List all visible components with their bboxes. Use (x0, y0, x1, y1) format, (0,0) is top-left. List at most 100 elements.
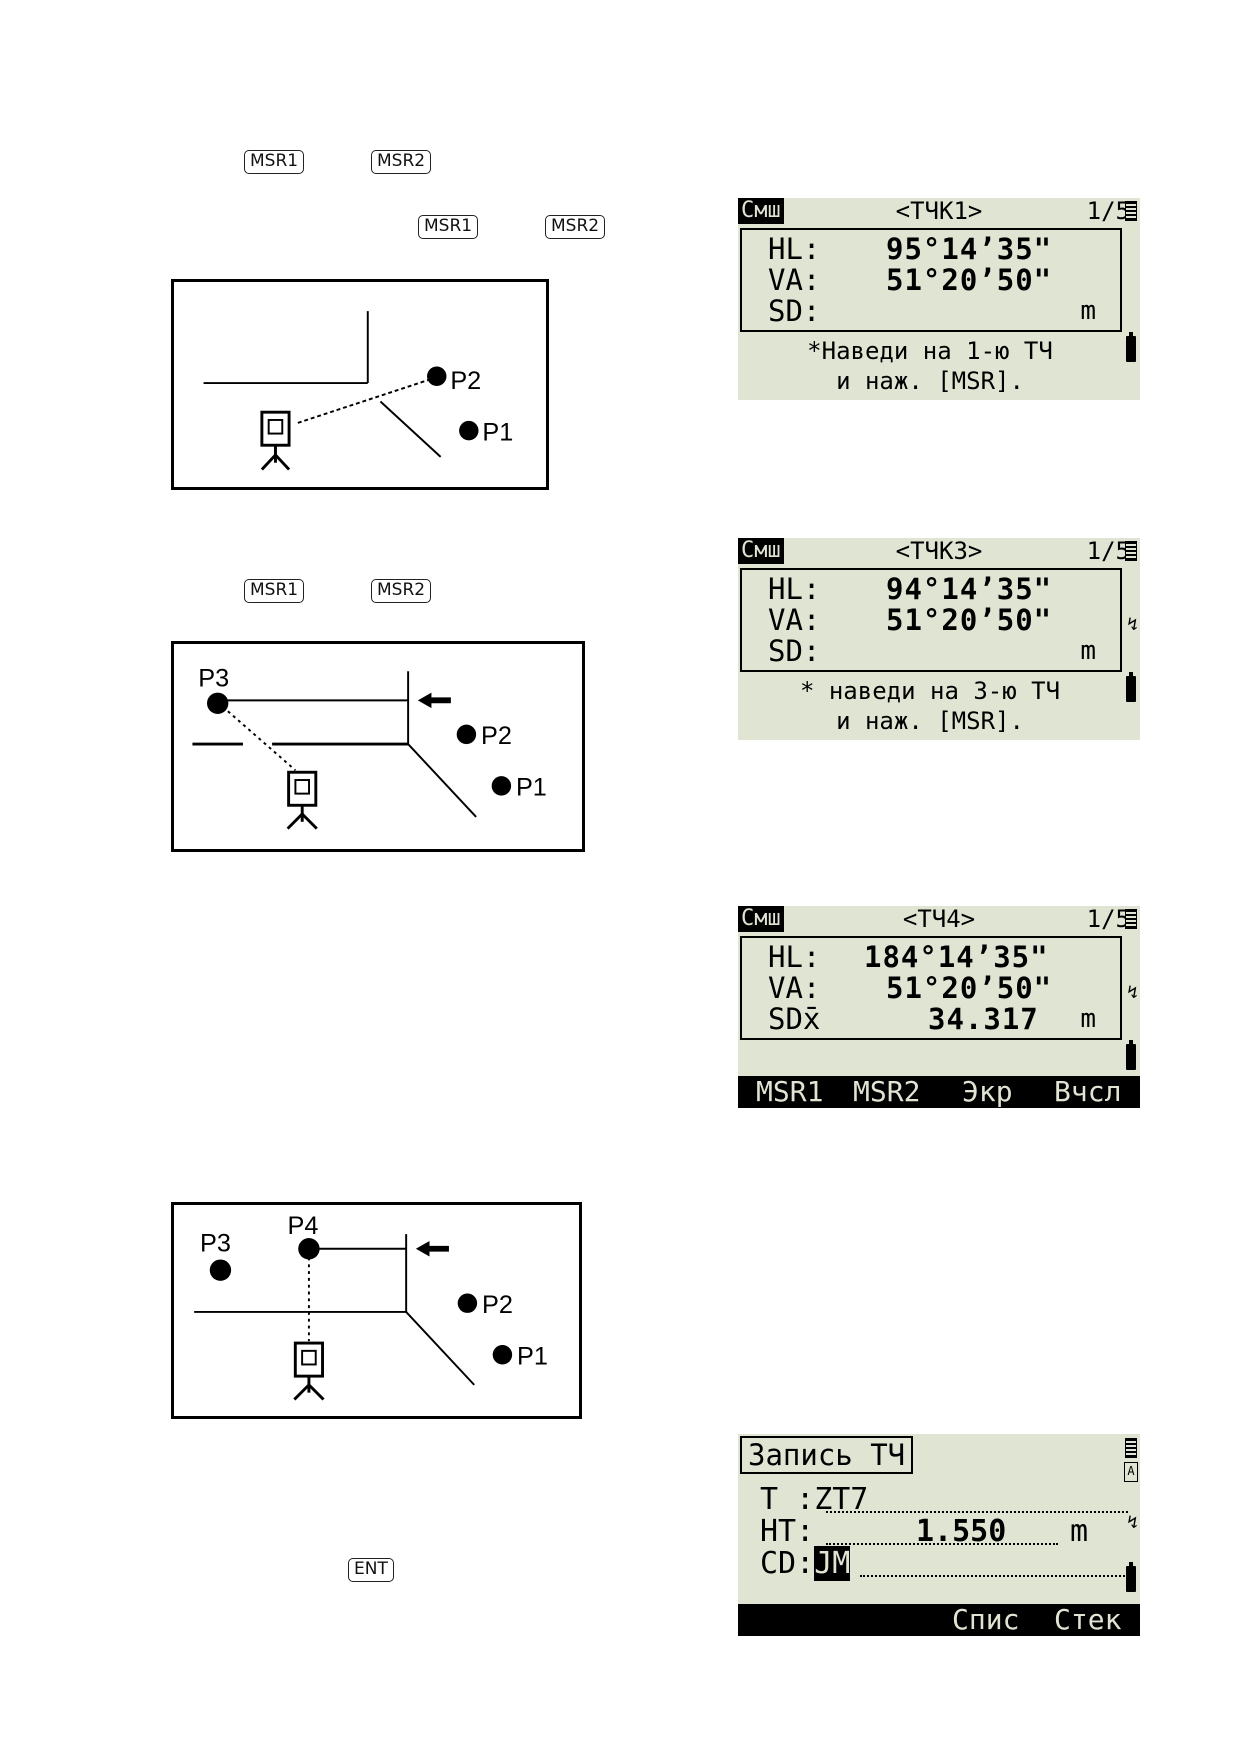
row-label: SD: (768, 294, 821, 328)
field-label: CD: (760, 1546, 815, 1581)
point-label-p1: P1 (517, 1342, 548, 1370)
row-label: SD: (768, 634, 821, 668)
instruction-message: * наведи на 3-ю ТЧ и наж. [MSR]. (799, 677, 1061, 735)
row-value: 94°14’35" (886, 572, 1053, 606)
row-label: HL: (768, 940, 821, 974)
enter-key: ENT (348, 1558, 394, 1582)
lcd-title-bar: Смш <ТЧК3> 1/5 (738, 538, 1140, 564)
measurement-row: VA: 51°20’50" (768, 265, 1104, 295)
surveyor-instrument-icon (260, 410, 291, 471)
msr1-key: MSR1 (244, 579, 305, 603)
row-value: 95°14’35" (886, 232, 1053, 266)
row-label: SDx̄ (768, 1002, 821, 1036)
row-label: HL: (768, 232, 821, 266)
row-unit: m (1080, 636, 1096, 666)
mode-tag: Смш (738, 538, 784, 564)
measurement-row: VA: 51°20’50" (768, 973, 1104, 1003)
row-label: VA: (768, 263, 821, 297)
point-label-p4: P4 (288, 1212, 319, 1240)
field-value: 1.550 (916, 1514, 1007, 1549)
softkey-bar: MSR1 MSR2 Экр Вчсл (738, 1076, 1140, 1108)
row-value: 51°20’50" (886, 263, 1053, 297)
point-label-p2: P2 (482, 1291, 513, 1319)
point-marker (459, 420, 479, 441)
lcd-screen-record-point: Запись ТЧ A T :ZT7 HT: 1.550 m CD:JM ↯ С… (738, 1434, 1140, 1636)
arrow-left-icon (417, 692, 451, 709)
measurement-row: SD: m (768, 296, 1104, 326)
measurement-box: HL: 95°14’35" VA: 51°20’50" SD: m (740, 228, 1122, 332)
signal-icon (1125, 1438, 1137, 1458)
prism-icon: ↯ (1127, 614, 1138, 635)
softkey-list[interactable]: Спис (952, 1603, 1020, 1636)
diagram-step2: P3 P2 P1 (171, 641, 585, 852)
arrow-left-icon (415, 1240, 449, 1257)
diagram-step1: P2 P1 (171, 279, 549, 490)
row-value: 51°20’50" (886, 603, 1053, 637)
field-value: ZT7 (814, 1482, 869, 1517)
softkey-display[interactable]: Экр (962, 1075, 1013, 1108)
point-name-field[interactable]: T :ZT7 (760, 1482, 1128, 1517)
diagram-step3-drawing: P3 P4 P2 P1 (194, 1212, 548, 1401)
msr1-key: MSR1 (244, 150, 305, 174)
battery-icon (1126, 332, 1136, 362)
softkey-stack[interactable]: Стек (1054, 1603, 1122, 1636)
lcd-screen-point3: Смш <ТЧК3> 1/5 HL: 94°14’35" VA: 51°20’5… (738, 538, 1140, 740)
mode-tag: Смш (738, 906, 784, 932)
lcd-title-bar: Смш <ТЧ4> 1/5 (738, 906, 1140, 932)
field-label: T : (760, 1482, 815, 1517)
point-label-p2: P2 (450, 367, 481, 395)
msr1-key: MSR1 (418, 215, 479, 239)
surveyor-instrument-icon (293, 1341, 325, 1401)
battery-icon (1126, 1040, 1136, 1070)
row-label: VA: (768, 971, 821, 1005)
softkey-bar: Спис Стек (738, 1604, 1140, 1636)
point-label-p2: P2 (481, 722, 512, 750)
lcd-screen-point4: Смш <ТЧ4> 1/5 HL: 184°14’35" VA: 51°20’5… (738, 906, 1140, 1108)
page-indicator: 1/5 (1086, 537, 1130, 565)
prism-icon: ↯ (1127, 982, 1138, 1003)
target-height-field[interactable]: HT: 1.550 m (760, 1516, 1118, 1548)
msr2-key: MSR2 (371, 579, 432, 603)
row-label: VA: (768, 603, 821, 637)
msr2-key: MSR2 (371, 150, 432, 174)
diagram-step1-drawing: P2 P1 (203, 311, 513, 471)
point-marker (427, 366, 447, 386)
measurement-row: HL: 184°14’35" (768, 942, 1104, 972)
softkey-calc[interactable]: Вчсл (1054, 1075, 1122, 1108)
measurement-row: SD: m (768, 636, 1104, 666)
page-indicator: 1/5 (1086, 197, 1130, 225)
measurement-box: HL: 94°14’35" VA: 51°20’50" SD: m (740, 568, 1122, 672)
diagram-step3: P3 P4 P2 P1 (171, 1202, 582, 1419)
point-label-p3: P3 (198, 665, 229, 693)
prism-icon: ↯ (1127, 1512, 1138, 1533)
code-field[interactable]: CD:JM (760, 1546, 1128, 1581)
battery-icon (1126, 672, 1136, 702)
measurement-row: VA: 51°20’50" (768, 605, 1104, 635)
row-value: 34.317 (928, 1002, 1039, 1036)
row-unit: m (1080, 1004, 1096, 1034)
measurement-row: HL: 94°14’35" (768, 574, 1104, 604)
softkey-msr1[interactable]: MSR1 (756, 1075, 824, 1108)
field-value: JM (814, 1546, 851, 1581)
measurement-box: HL: 184°14’35" VA: 51°20’50" SDx̄ 34.317… (740, 936, 1122, 1040)
signal-icon (1125, 541, 1137, 561)
mode-tag: Смш (738, 198, 784, 224)
point-label-p1: P1 (516, 774, 547, 802)
measurement-row: SDx̄ 34.317 m (768, 1004, 1104, 1034)
screen-title: <ТЧК1> (895, 197, 983, 225)
battery-icon (1126, 1562, 1136, 1592)
lcd-title-bar: Смш <ТЧК1> 1/5 (738, 198, 1140, 224)
measurement-row: HL: 95°14’35" (768, 234, 1104, 264)
field-unit: m (1070, 1514, 1089, 1549)
point-label-p1: P1 (482, 418, 513, 446)
row-unit: m (1080, 296, 1096, 326)
softkey-msr2[interactable]: MSR2 (853, 1075, 921, 1108)
lcd-screen-point1: Смш <ТЧК1> 1/5 HL: 95°14’35" VA: 51°20’5… (738, 198, 1140, 400)
instruction-message: *Наведи на 1-ю ТЧ и наж. [MSR]. (807, 337, 1053, 395)
row-label: HL: (768, 572, 821, 606)
surveyor-instrument-icon (286, 770, 318, 830)
row-value: 51°20’50" (886, 971, 1053, 1005)
row-value: 184°14’35" (864, 940, 1049, 974)
diagram-step2-drawing: P3 P2 P1 (192, 665, 547, 830)
screen-title: Запись ТЧ (740, 1436, 914, 1474)
